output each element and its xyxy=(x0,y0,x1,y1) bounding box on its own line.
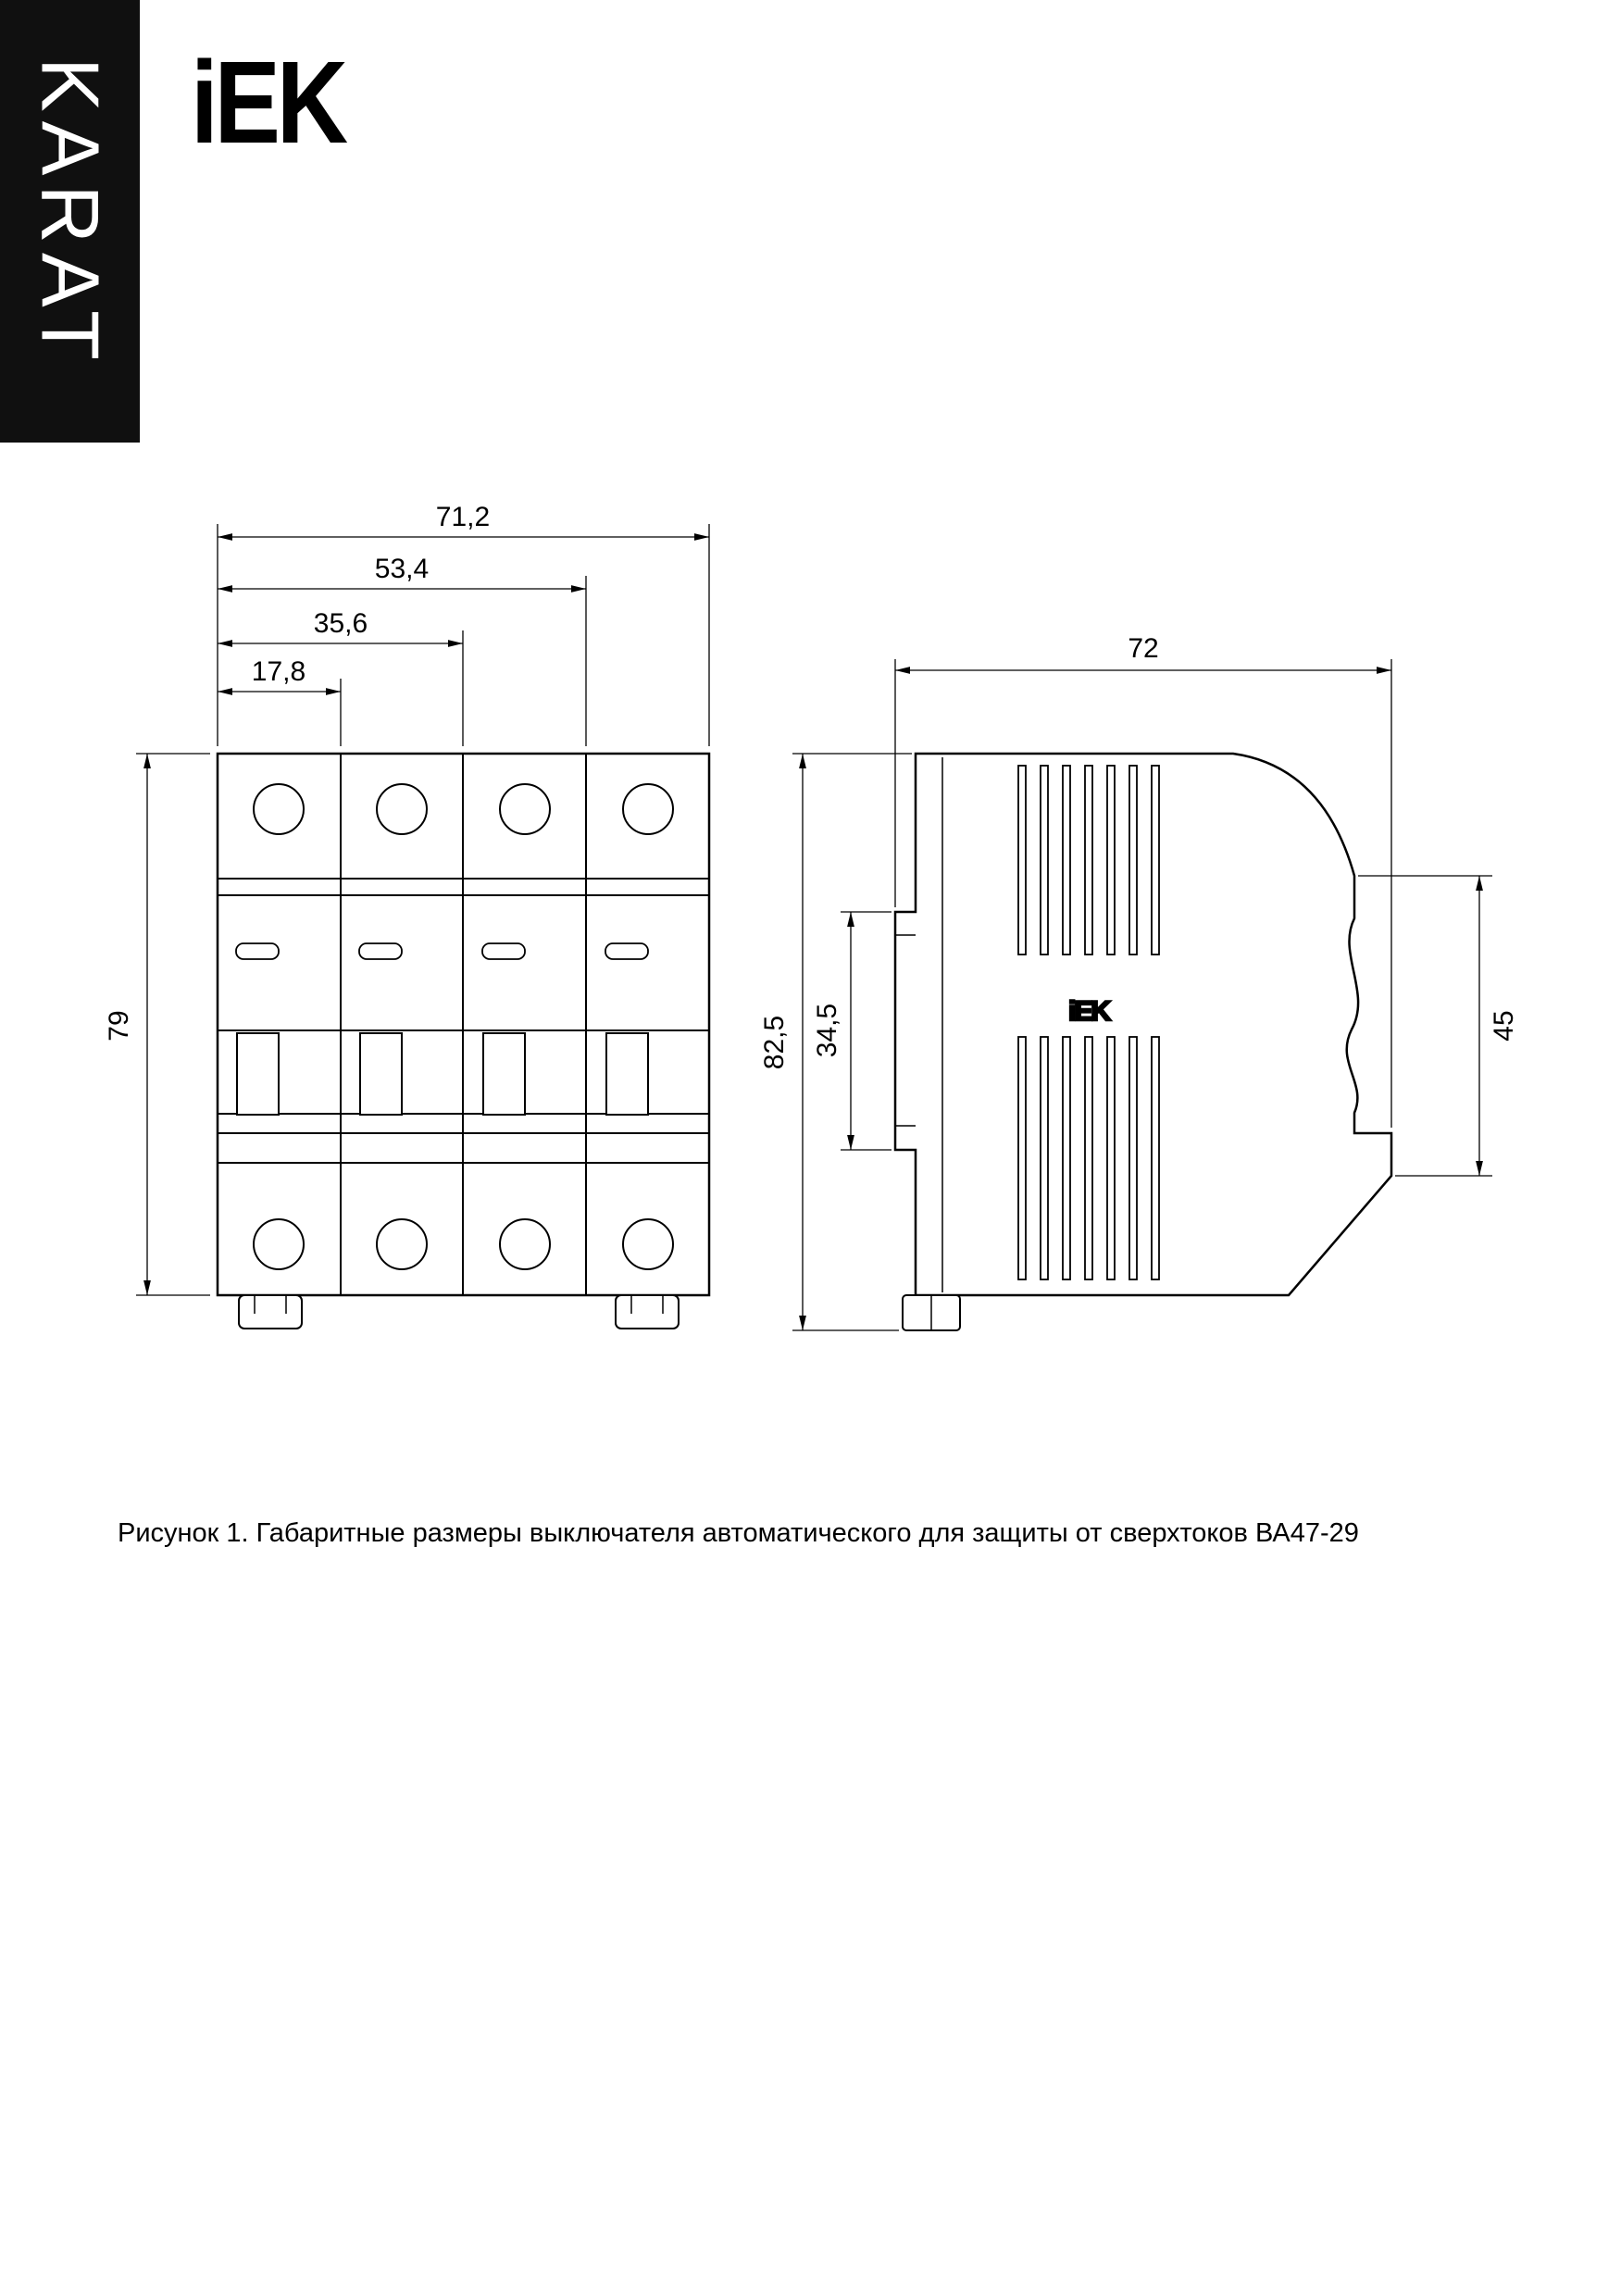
dim-label-front-three-module-width: 53,4 xyxy=(375,554,429,584)
figure-caption: Рисунок 1. Габаритные размеры выключател… xyxy=(118,1518,1359,1548)
dim-label-side-depth: 72 xyxy=(1128,633,1158,664)
side-depth-dimension: 72 xyxy=(894,633,1392,1128)
side-din-clip xyxy=(902,1294,961,1331)
front-marking-windows xyxy=(235,942,649,960)
front-din-clips xyxy=(238,1294,680,1329)
side-vent-slots-upper xyxy=(1017,765,1160,955)
front-module-dividers xyxy=(340,754,587,1295)
front-view: 71,2 53,4 35,6 17,8 79 xyxy=(104,502,711,1329)
side-rail-recess-details xyxy=(895,934,916,1127)
dim-label-side-total-height: 82,5 xyxy=(759,1016,790,1069)
dim-label-front-height: 79 xyxy=(104,1010,134,1041)
karat-brand-banner: KARAT xyxy=(0,0,140,443)
dim-label-front-one-module-width: 17,8 xyxy=(252,656,305,687)
side-total-height-dimension: 82,5 xyxy=(759,753,912,1331)
front-width-dimensions: 71,2 53,4 35,6 17,8 xyxy=(217,502,710,746)
side-view: iEK 72 82,5 34,5 xyxy=(759,633,1519,1331)
side-recess-dimension: 34,5 xyxy=(812,911,892,1151)
dim-label-front-two-module-width: 35,6 xyxy=(314,608,368,639)
dim-label-side-front-height: 45 xyxy=(1489,1010,1519,1041)
karat-banner-text: KARAT xyxy=(24,57,117,369)
side-embossed-iek-logo: iEK xyxy=(1068,996,1111,1027)
side-front-face-dimension: 45 xyxy=(1358,875,1519,1177)
dim-label-side-recess-height: 34,5 xyxy=(812,1004,842,1057)
dim-label-front-total-width: 71,2 xyxy=(436,502,490,532)
front-toggle-handles xyxy=(236,1032,649,1116)
front-bottom-terminal-screws xyxy=(253,1218,674,1270)
front-top-terminal-screws xyxy=(253,783,674,835)
iek-logo: iEK xyxy=(191,37,348,168)
side-body-profile xyxy=(893,752,1393,1297)
side-vent-slots-lower xyxy=(1017,1036,1160,1280)
front-height-dimension: 79 xyxy=(104,753,210,1296)
